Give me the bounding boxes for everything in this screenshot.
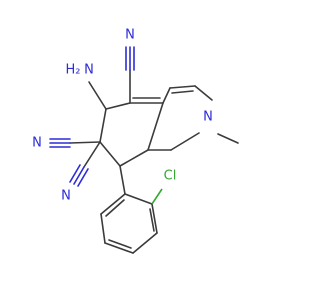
bond-ph-inner-3: [105, 199, 125, 217]
nitrile-lower-left-a: [69, 164, 81, 183]
bond-c6-nh2: [88, 81, 107, 110]
bond-c5-c6: [105, 102, 131, 110]
bond-c3-n2: [194, 85, 213, 101]
bond-c6-c7: [99, 108, 107, 143]
ring-n-label: N: [203, 110, 213, 125]
amine-n-label: N: [84, 63, 94, 78]
bond-c8a-c4a: [147, 102, 164, 151]
nitrile-bonds: [49, 46, 135, 187]
nitrile-n-lower-left-label: N: [61, 189, 71, 204]
bond-ph-3: [132, 232, 158, 254]
bond-c4-c3: [169, 85, 196, 89]
bond-c8-phenyl: [119, 165, 126, 195]
bond-n-methyl: [217, 133, 239, 144]
bond-ph-4: [104, 242, 134, 254]
bond-c7-cn-lower: [83, 141, 101, 168]
bond-ph-2: [151, 203, 158, 234]
bond-c8-c8a: [119, 149, 149, 167]
bond-ph-1: [124, 193, 153, 205]
bond-ph-5: [100, 213, 106, 244]
chlorine-label: Cl: [164, 169, 177, 184]
carbon-bonds: [69, 69, 239, 254]
bond-ph-cl: [151, 188, 163, 205]
bond-ph-inner-1: [149, 208, 155, 232]
molecule-structure-diagram: N H₂ N N N N Cl: [32, 28, 239, 254]
bond-c7-cn-upper: [69, 141, 101, 144]
bond-n2-c1: [170, 132, 200, 151]
nitrile-n-top-label: N: [125, 28, 135, 43]
bond-c4-c3-double: [171, 90, 194, 94]
bond-ph-6: [100, 193, 126, 215]
nitrile-lower-left-b: [77, 168, 89, 187]
bond-c7-c8: [99, 141, 121, 167]
nitrile-n-upper-left-label: N: [32, 136, 42, 151]
bond-c4a-c4: [162, 87, 171, 104]
bond-ph-inner-2: [108, 239, 132, 249]
nitrile-lower-left-center: [73, 166, 85, 185]
amine-h2-label: H₂: [66, 63, 81, 78]
